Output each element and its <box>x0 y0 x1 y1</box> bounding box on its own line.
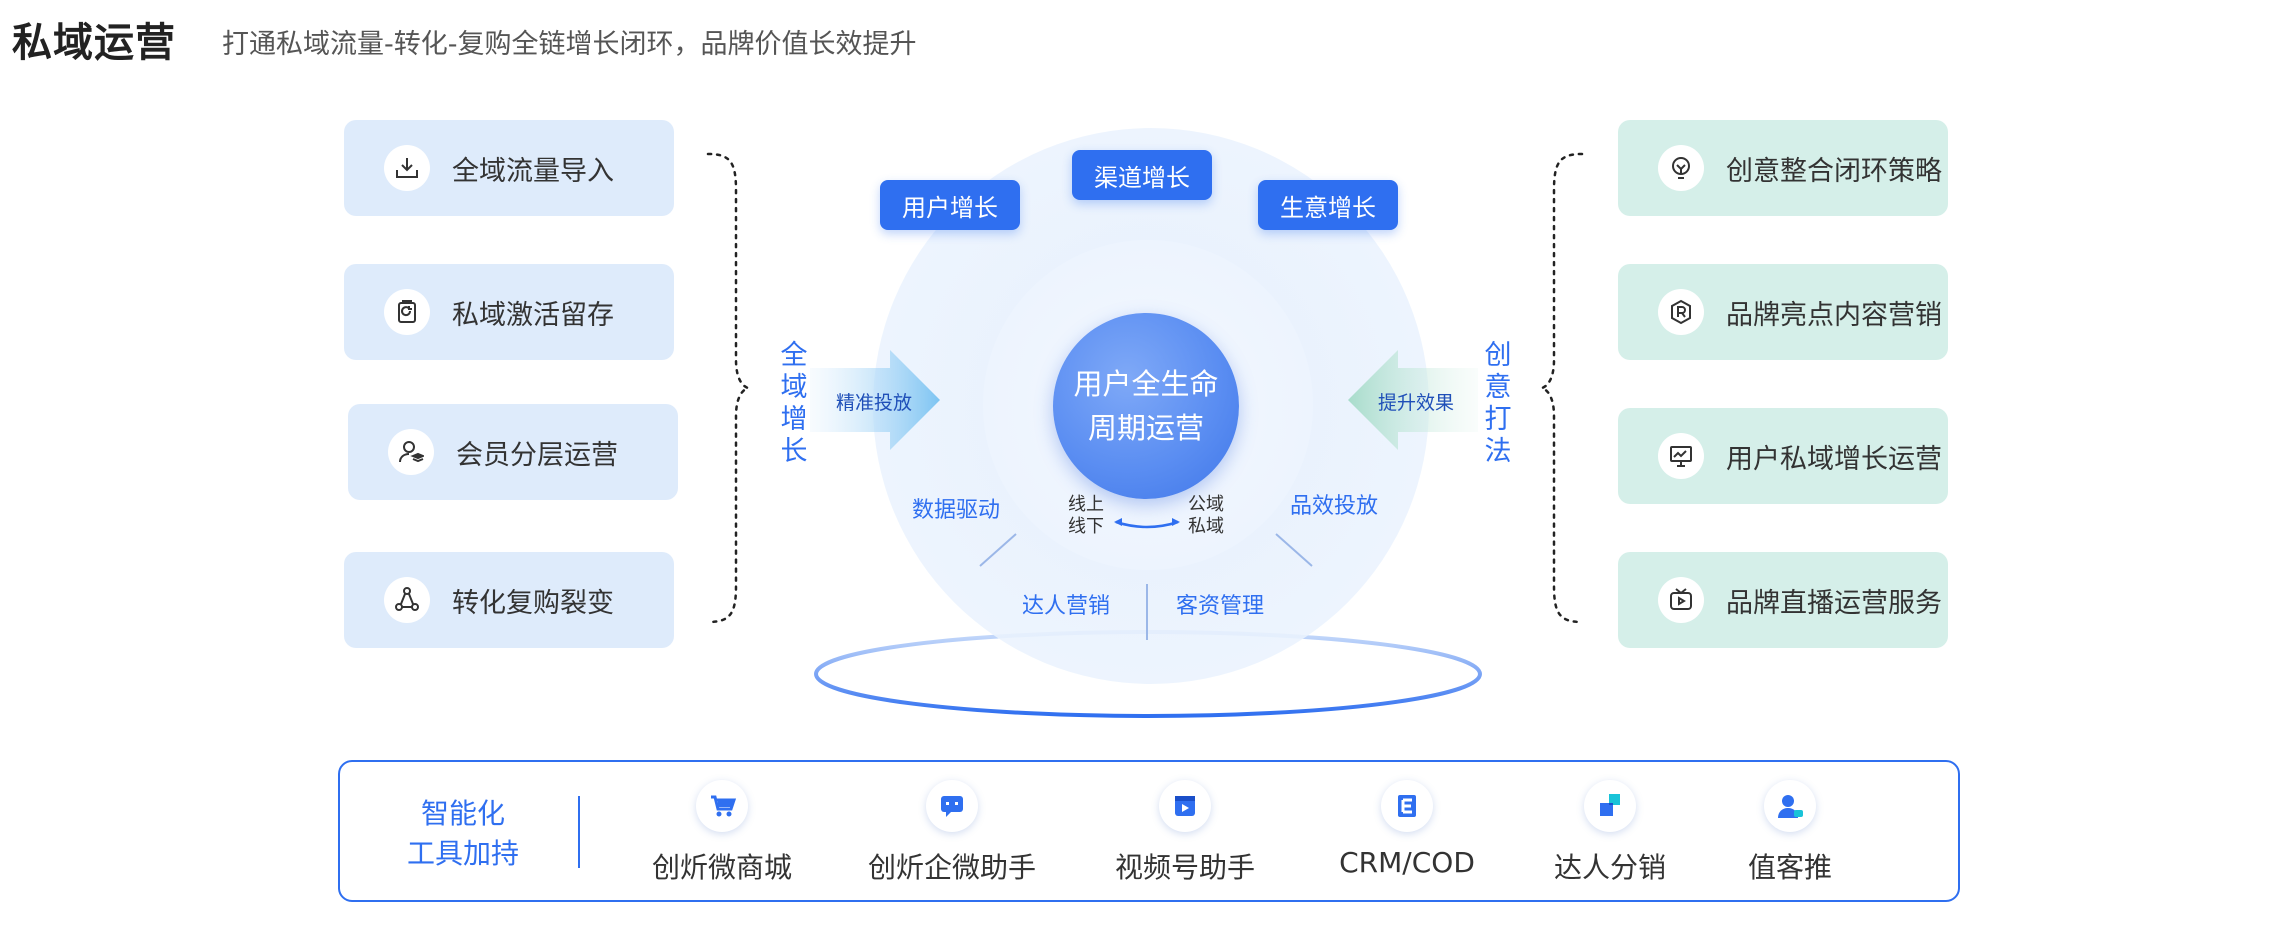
page-subtitle: 打通私域流量-转化-复购全链增长闭环，品牌价值长效提升 <box>222 29 917 60</box>
right-card-private-growth: 用户私域增长运营 <box>1618 408 1948 504</box>
pill-business-growth: 生意增长 <box>1258 180 1398 230</box>
public-private-label: 公域私域 <box>1188 494 1224 537</box>
tool-crm-cod[interactable]: CRM/COD <box>1322 780 1492 879</box>
right-card-label: 用户私域增长运营 <box>1726 443 1942 475</box>
member-layers-icon <box>388 429 434 475</box>
left-card-label: 转化复购裂变 <box>452 587 614 619</box>
tool-label: CRM/COD <box>1339 846 1475 879</box>
right-card-creative-strategy: 创意整合闭环策略 <box>1618 120 1948 216</box>
tool-label: 创炘企微助手 <box>867 851 1036 884</box>
tool-kol-distribution[interactable]: 达人分销 <box>1540 780 1680 886</box>
divider-line-right <box>1275 533 1313 567</box>
page-title: 私域运营 <box>12 20 176 66</box>
tool-channels-assistant[interactable]: 视频号助手 <box>1100 780 1270 886</box>
tool-wecom-assistant[interactable]: 创炘企微助手 <box>852 780 1052 886</box>
tools-panel-title: 智能化工具加持 <box>406 797 519 870</box>
right-card-label: 品牌亮点内容营销 <box>1726 299 1942 331</box>
right-vertical-label: 创意打法 <box>1484 340 1512 467</box>
tool-label: 视频号助手 <box>1114 851 1255 884</box>
core-text-line: 周期运营 <box>1087 411 1204 445</box>
user-push-icon <box>1764 780 1816 832</box>
bulb-icon <box>1658 145 1704 191</box>
pill-channel-growth: 渠道增长 <box>1072 150 1212 200</box>
right-arrow-label: 提升效果 <box>1378 392 1455 414</box>
tool-label: 创炘微商城 <box>651 851 792 884</box>
left-card-label: 全域流量导入 <box>452 155 614 187</box>
share-network-icon <box>384 577 430 623</box>
kol-marketing-label: 达人营销 <box>1022 594 1111 619</box>
effect-ads-label: 品效投放 <box>1290 494 1379 519</box>
right-card-label: 品牌直播运营服务 <box>1726 587 1942 619</box>
pill-user-growth: 用户增长 <box>880 180 1020 230</box>
double-arrow-icon <box>1114 518 1180 529</box>
right-card-live-service: 品牌直播运营服务 <box>1618 552 1948 648</box>
tool-label: 值客推 <box>1747 851 1832 884</box>
download-tray-icon <box>384 145 430 191</box>
left-arrow <box>810 350 940 450</box>
live-tv-icon <box>1658 577 1704 623</box>
right-card-label: 创意整合闭环策略 <box>1726 155 1942 187</box>
left-card-conversion: 转化复购裂变 <box>344 552 674 648</box>
core-text-line: 用户全生命 <box>1073 367 1219 401</box>
video-play-icon <box>1159 780 1211 832</box>
customer-mgmt-label: 客资管理 <box>1176 594 1265 619</box>
left-card-label: 私域激活留存 <box>452 299 614 331</box>
growth-monitor-icon <box>1658 433 1704 479</box>
left-dotted-brace <box>706 152 750 624</box>
registered-badge-icon <box>1658 289 1704 335</box>
divider-line-left <box>979 533 1017 567</box>
right-arrow <box>1348 350 1478 450</box>
tool-micro-mall[interactable]: 创炘微商城 <box>642 780 802 886</box>
crm-e-icon <box>1381 780 1433 832</box>
left-card-activation: 私域激活留存 <box>344 264 674 360</box>
chat-bubble-icon <box>926 780 978 832</box>
left-vertical-label: 全域增长 <box>780 340 808 467</box>
shop-cart-icon <box>696 780 748 832</box>
right-card-content-marketing: 品牌亮点内容营销 <box>1618 264 1948 360</box>
left-card-traffic-import: 全域流量导入 <box>344 120 674 216</box>
data-driven-label: 数据驱动 <box>912 498 1001 523</box>
distribution-blocks-icon <box>1584 780 1636 832</box>
right-dotted-brace <box>1540 152 1584 624</box>
divider-line-center <box>1146 584 1148 640</box>
left-card-label: 会员分层运营 <box>456 439 618 471</box>
tool-zhikeitui[interactable]: 值客推 <box>1730 780 1850 886</box>
tool-label: 达人分销 <box>1553 851 1666 884</box>
online-offline-label: 线上线下 <box>1068 494 1104 537</box>
tools-panel-divider <box>578 796 580 868</box>
tools-panel <box>338 760 1960 902</box>
refresh-clipboard-icon <box>384 289 430 335</box>
core-circle: 用户全生命 周期运营 <box>1053 313 1239 499</box>
left-card-member-tiers: 会员分层运营 <box>348 404 678 500</box>
left-arrow-label: 精准投放 <box>836 392 913 414</box>
